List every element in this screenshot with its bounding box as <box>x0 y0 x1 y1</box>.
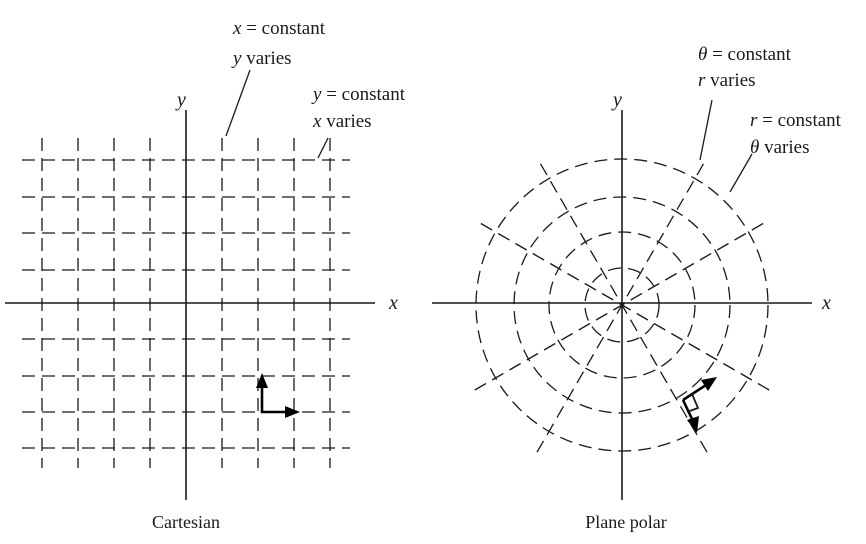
cartesian-x-constant-label: x = constant <box>232 18 326 39</box>
polar-y-axis-label: y <box>611 89 622 111</box>
polar-unit-vector-r-head <box>701 377 717 391</box>
polar-theta-constant-label: θ = constant <box>698 44 792 65</box>
cartesian-y-varies-label: y varies <box>231 48 292 69</box>
polar-r-varies-label: r varies <box>698 70 756 91</box>
polar-unit-vector-r <box>682 383 707 402</box>
polar-r-constant-pointer <box>729 153 753 193</box>
polar-unit-vector-theta <box>681 399 695 422</box>
cartesian-caption: Cartesian <box>152 512 220 532</box>
cartesian-unit-vector-x-head <box>285 406 300 418</box>
cartesian-unit-vectors <box>256 373 300 418</box>
cartesian-x-constant-pointer <box>225 69 251 137</box>
polar-circle <box>584 267 660 343</box>
cartesian-panel: x y x = constant y varies y = constant x… <box>5 18 406 532</box>
cartesian-y-constant-pointer <box>317 137 329 159</box>
polar-x-axis-label: x <box>821 292 831 314</box>
cartesian-unit-vector-y-head <box>256 373 268 388</box>
polar-r-constant-label: r = constant <box>750 110 842 131</box>
cartesian-x-varies-label: x varies <box>312 111 372 132</box>
cartesian-x-axis-label: x <box>388 292 398 314</box>
polar-panel: x y θ = constant r varies r = constant θ… <box>432 44 842 532</box>
polar-caption: Plane polar <box>585 512 666 532</box>
cartesian-y-axis-label: y <box>175 89 186 111</box>
cartesian-y-constant-label: y = constant <box>311 84 406 105</box>
polar-unit-vectors <box>681 377 717 433</box>
polar-unit-vector-theta-head <box>687 416 699 433</box>
polar-theta-varies-label: θ varies <box>750 137 809 158</box>
polar-right-angle-marker <box>686 393 700 413</box>
polar-theta-constant-pointer <box>699 99 713 161</box>
